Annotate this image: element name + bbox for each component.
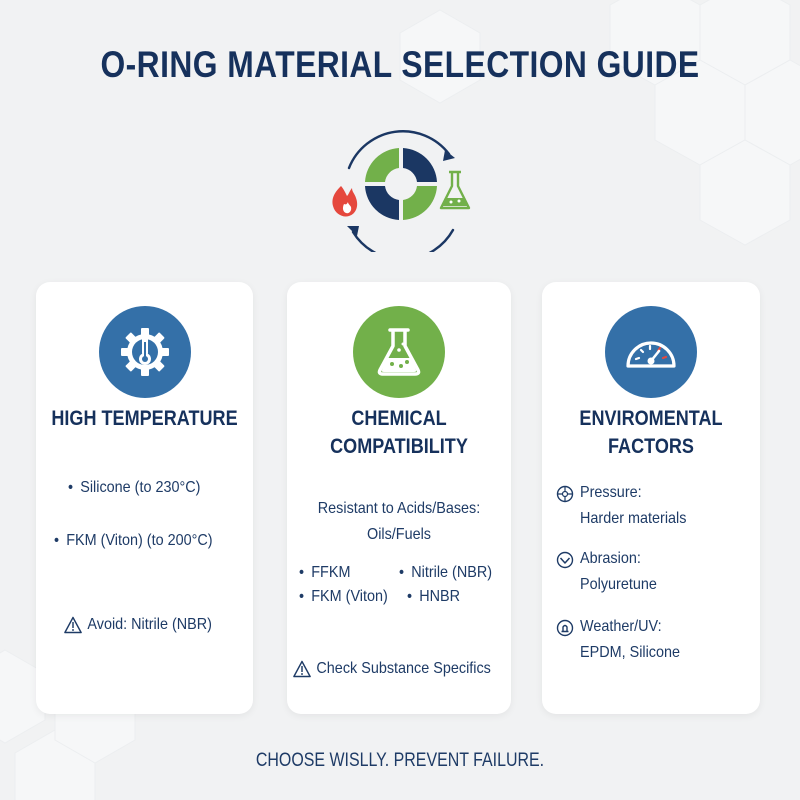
- card-environmental-factors: ENVIROMENTAL FACTORS Pressure: Harder ma…: [542, 282, 760, 714]
- list-item: HNBR: [407, 588, 460, 606]
- thermometer-gear-icon: [98, 306, 191, 398]
- intro-text-line2: Oils/Fuels: [366, 526, 432, 543]
- o-ring-segments-icon: [365, 148, 437, 220]
- factor-abrasion: Abrasion: Polyuretune: [556, 546, 665, 598]
- card-heading: HIGH TEMPERATURE: [51, 407, 238, 430]
- warning-note: Check Substance Specifics: [293, 660, 491, 678]
- warning-icon: [293, 660, 311, 678]
- card-heading-line2: COMPATIBILITY: [330, 435, 468, 458]
- page-title: O-RING MATERIAL SELECTION GUIDE: [100, 44, 700, 85]
- warning-text: Avoid: Nitrile (NBR): [87, 616, 212, 633]
- card-chemical-compatibility: CHEMICAL COMPATIBILITY Resistant to Acid…: [287, 282, 511, 714]
- list-item: FKM (Viton): [299, 588, 388, 606]
- factor-weather: Weather/UV: EPDM, Silicone: [556, 614, 691, 666]
- factor-label: Abrasion:: [580, 550, 641, 567]
- warning-text: Check Substance Specifics: [316, 660, 491, 677]
- weather-icon: [556, 619, 574, 637]
- factor-label: Weather/UV:: [580, 618, 662, 635]
- factor-label: Pressure:: [580, 484, 642, 501]
- hero-graphic: [332, 130, 471, 252]
- gauge-icon: [605, 306, 697, 398]
- list-item: FKM (Viton) (to 200°C): [54, 532, 212, 550]
- card-heading-line1: CHEMICAL: [351, 407, 447, 430]
- flame-icon: [332, 186, 358, 217]
- factor-value: Polyuretune: [580, 576, 657, 593]
- list-item: FFKM: [299, 564, 350, 582]
- warning-icon: [64, 616, 82, 634]
- footer-tagline: CHOOSE WISLLY. PREVENT FAILURE.: [255, 750, 545, 771]
- list-item: Silicone (to 230°C): [68, 479, 200, 497]
- flask-icon: [353, 306, 445, 398]
- warning-note: Avoid: Nitrile (NBR): [64, 616, 212, 634]
- abrasion-icon: [556, 551, 574, 569]
- card-heading-line1: ENVIROMENTAL: [579, 407, 723, 430]
- card-heading-line2: FACTORS: [608, 435, 694, 458]
- factor-value: Harder materials: [580, 510, 687, 527]
- list-item: Nitrile (NBR): [399, 564, 492, 582]
- card-high-temperature: HIGH TEMPERATURE Silicone (to 230°C) FKM…: [36, 282, 253, 714]
- flask-icon: [439, 170, 471, 210]
- factor-value: EPDM, Silicone: [580, 644, 681, 661]
- pressure-icon: [556, 485, 574, 503]
- cycle-arrows-icon: [347, 130, 455, 252]
- factor-pressure: Pressure: Harder materials: [556, 480, 698, 532]
- intro-text-line1: Resistant to Acids/Bases:: [317, 500, 481, 517]
